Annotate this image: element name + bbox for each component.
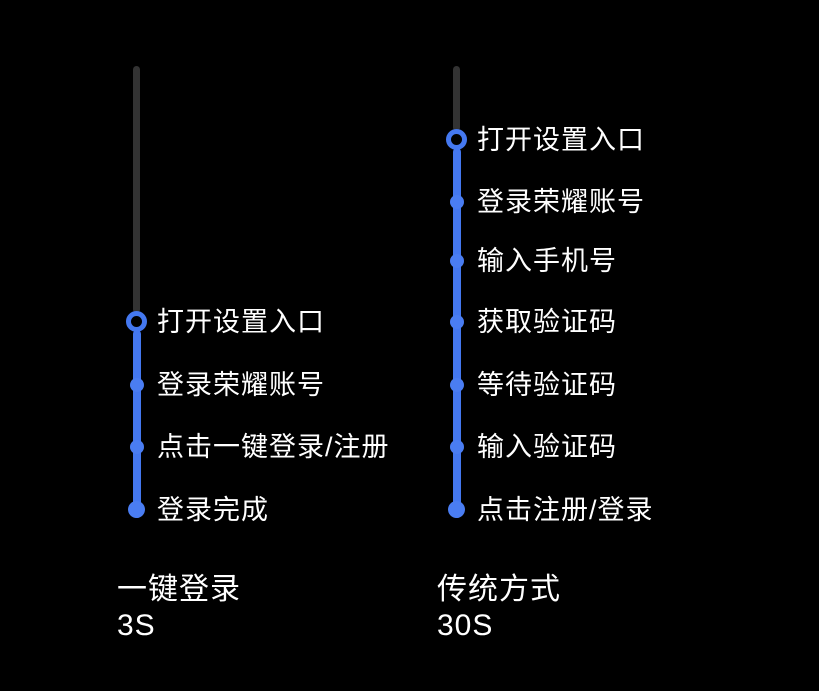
start-circle-node [126,311,147,332]
timeline-duration: 30S [437,609,494,642]
step-dot-node [450,195,464,209]
step-dot-node [130,440,144,454]
progress-track-line [133,330,141,518]
step-dot-node [130,378,144,392]
pending-track-line [453,66,460,131]
step-label: 打开设置入口 [157,307,325,337]
timeline-caption: 一键登录 3S [117,572,241,644]
step-label: 输入验证码 [477,432,617,462]
step-label: 登录荣耀账号 [157,370,325,400]
end-dot-node [128,501,145,518]
step-label: 登录荣耀账号 [477,187,645,217]
step-dot-node [450,440,464,454]
step-label: 输入手机号 [477,246,617,276]
step-label: 点击一键登录/注册 [157,432,390,462]
step-dot-node [450,254,464,268]
pending-track-line [133,66,140,313]
step-label: 打开设置入口 [477,125,645,155]
step-label: 登录完成 [157,495,269,525]
step-label: 获取验证码 [477,307,617,337]
timeline-caption-title: 传统方式 [437,573,561,606]
step-dot-node [450,378,464,392]
step-dot-node [450,315,464,329]
step-label: 点击注册/登录 [477,495,654,525]
timeline-caption-title: 一键登录 [117,573,241,606]
timeline-duration: 3S [117,609,156,642]
end-dot-node [448,501,465,518]
step-label: 等待验证码 [477,370,617,400]
timeline-caption: 传统方式 30S [437,572,561,644]
start-circle-node [446,129,467,150]
progress-track-line [453,148,461,518]
